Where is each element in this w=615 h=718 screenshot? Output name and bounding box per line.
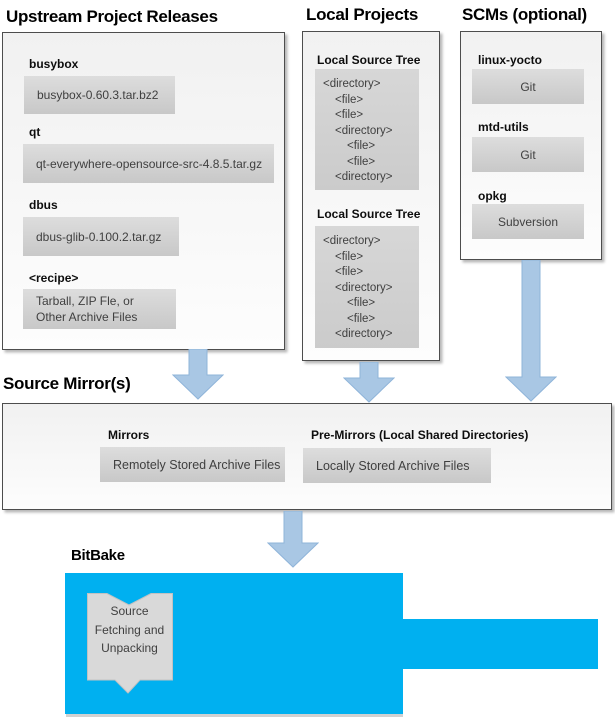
tree-line: <file>: [335, 266, 364, 278]
pre-mirrors-label: Pre-Mirrors (Local Shared Directories): [311, 428, 529, 442]
tree-line: <file>: [347, 312, 376, 325]
upstream-item-label: <recipe>: [29, 271, 79, 285]
tree-line: <file>: [335, 250, 364, 263]
local-projects-title: Local Projects: [306, 5, 419, 24]
tree-line: <file>: [347, 155, 376, 168]
upstream-title: Upstream Project Releases: [6, 7, 218, 26]
down-arrow-icon: [505, 260, 557, 402]
bitbake-title: BitBake: [71, 547, 125, 564]
upstream-item-label: busybox: [29, 57, 79, 71]
down-arrow-icon: [267, 511, 319, 568]
scm-item-label: mtd-utils: [478, 120, 529, 134]
source-fetching-label: Source Fetching and Unpacking: [94, 604, 165, 655]
down-arrow-icon: [172, 349, 224, 400]
tree-line: <file>: [335, 109, 364, 121]
local-source-tree-label: Local Source Tree: [317, 53, 421, 67]
scm-item-box: Git: [472, 137, 584, 172]
upstream-item-label: qt: [29, 125, 41, 139]
tree-line: <directory>: [323, 235, 381, 247]
mirrors-label: Mirrors: [108, 428, 150, 442]
scm-item-label: opkg: [478, 189, 507, 203]
bitbake-block-shadow: [66, 714, 403, 717]
local-source-tree-box: <directory> <file> <file> <directory> <f…: [315, 69, 419, 190]
tree-line: <directory>: [335, 171, 393, 183]
source-mirrors-panel: Mirrors Remotely Stored Archive Files Pr…: [2, 403, 612, 510]
bitbake-output-pipe: [403, 619, 598, 669]
tree-line: <file>: [335, 93, 364, 106]
local-projects-panel: Local Source Tree <directory> <file> <fi…: [302, 31, 440, 361]
upstream-item-box: dbus-glib-0.100.2.tar.gz: [23, 217, 179, 256]
upstream-item-box: qt-everywhere-opensource-src-4.8.5.tar.g…: [23, 144, 274, 183]
scms-panel: linux-yocto Git mtd-utils Git opkg Subve…: [460, 31, 602, 260]
scms-title: SCMs (optional): [462, 5, 587, 24]
source-mirrors-title: Source Mirror(s): [3, 374, 131, 393]
scm-item-label: linux-yocto: [478, 53, 543, 67]
upstream-item-label: dbus: [29, 198, 58, 212]
mirrors-box: Remotely Stored Archive Files: [100, 447, 285, 482]
scm-item-box: Git: [472, 69, 584, 104]
upstream-item-box: busybox-0.60.3.tar.bz2: [24, 76, 175, 114]
tree-line: <directory>: [335, 281, 393, 294]
tree-line: <directory>: [323, 78, 381, 90]
upstream-item-box: Tarball, ZIP Fle, or Other Archive Files: [23, 289, 176, 329]
scm-item-box: Subversion: [472, 204, 584, 239]
tree-line: <file>: [347, 297, 376, 309]
tree-line: <file>: [347, 140, 376, 152]
upstream-panel: busybox busybox-0.60.3.tar.bz2 qt qt-eve…: [2, 32, 285, 350]
local-source-tree-box: <directory> <file> <file> <directory> <f…: [315, 226, 419, 348]
tree-line: <directory>: [335, 328, 393, 340]
pre-mirrors-box: Locally Stored Archive Files: [303, 448, 491, 483]
down-arrow-icon: [343, 362, 395, 403]
tree-line: <directory>: [335, 124, 393, 137]
local-source-tree-label: Local Source Tree: [317, 207, 421, 221]
source-fetching-ribbon-icon: [87, 593, 173, 694]
